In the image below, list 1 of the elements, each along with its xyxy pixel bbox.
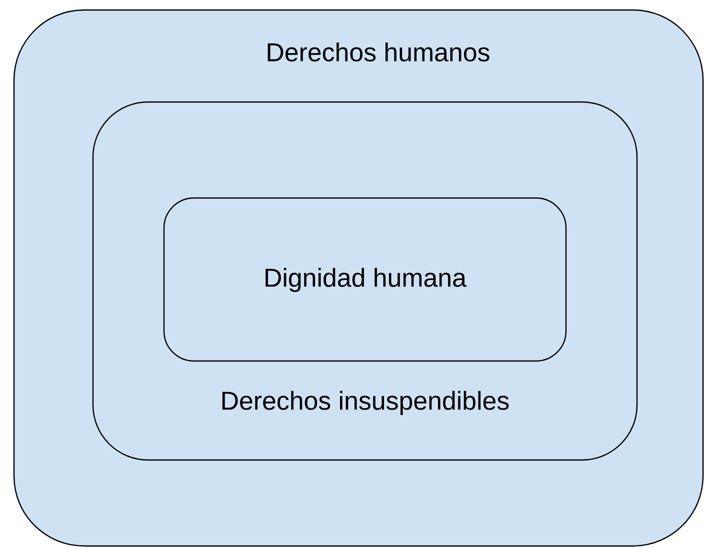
rounded-box: Dignidad humana: [163, 197, 567, 362]
